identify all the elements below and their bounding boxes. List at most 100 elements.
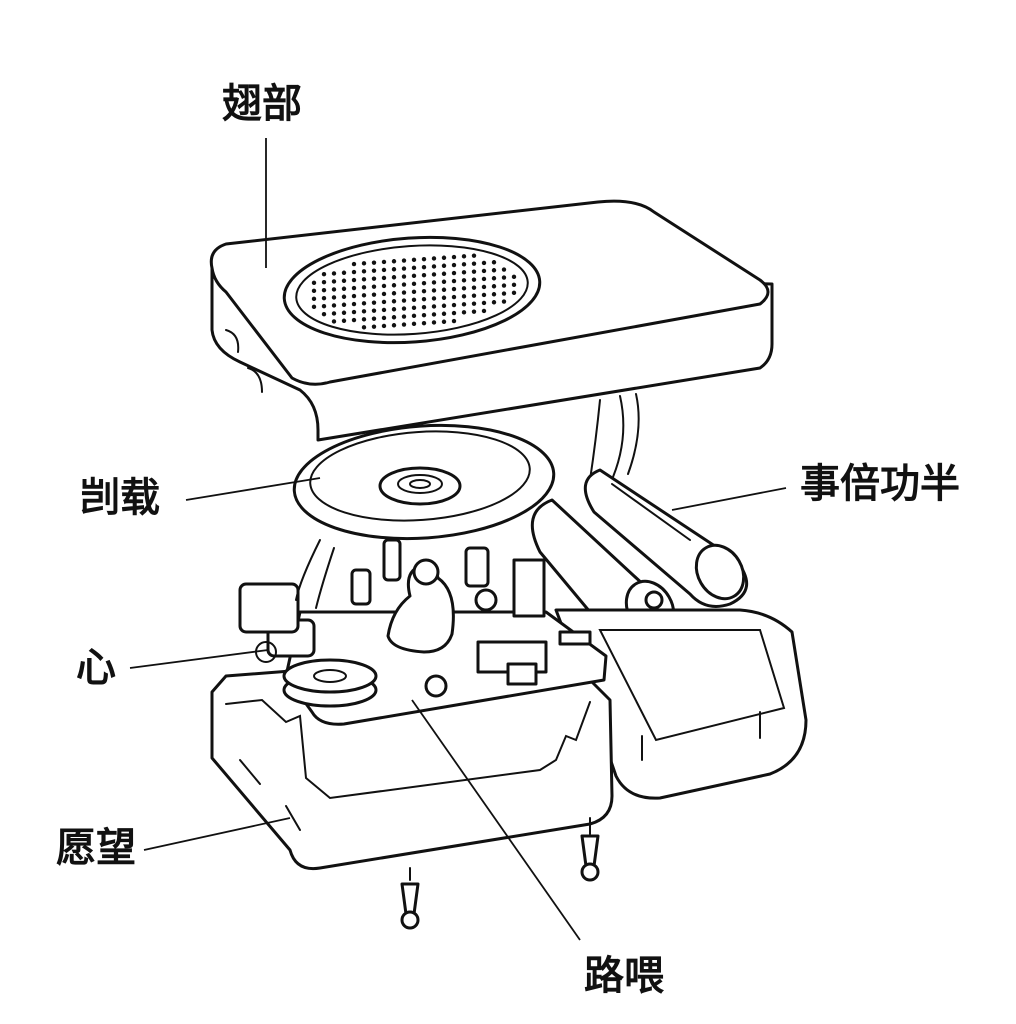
grille-hole [441,255,447,260]
grille-hole [441,287,447,292]
grille-hole [331,319,337,324]
grille-hole [431,296,437,301]
grille-hole [441,295,447,300]
grille-hole [341,310,347,315]
grille-hole [331,287,337,292]
grille-hole [461,270,467,275]
grille-hole [471,285,477,290]
grille-hole [441,303,447,308]
grille-hole [321,295,327,301]
grille-hole [471,253,477,258]
grille-hole [501,291,507,296]
grille-hole [391,267,397,272]
grille-hole [421,288,427,294]
grille-hole [401,282,407,287]
grille-hole [311,304,317,310]
grille-hole [361,261,367,266]
grille-hole [311,296,317,302]
grille-hole [381,315,387,321]
grille-hole [481,268,487,274]
grille-hole [401,266,407,271]
grille-hole [441,271,447,276]
grille-hole [361,269,367,274]
grille-hole [491,292,497,297]
grille-hole [421,320,427,326]
grille-hole [321,311,327,317]
grille-hole [331,295,337,300]
grille-hole [451,318,457,324]
grille-hole [451,278,457,284]
grille-hole [461,286,467,291]
grille-hole [451,302,457,308]
grille-hole [391,283,397,288]
grille-hole [381,267,387,273]
grille-hole [361,285,367,290]
grille-hole [441,263,447,268]
grille-hole [481,308,487,314]
grille-hole [331,311,337,316]
grille-hole [431,312,437,317]
grille-hole [411,289,417,295]
grille-hole [421,304,427,310]
grille-hole [371,284,377,289]
grille-hole [351,301,357,307]
grille-hole [501,283,507,288]
grille-hole [431,280,437,285]
label-heart: 心 [76,645,116,691]
grille-hole [381,307,387,313]
grille-hole [341,294,347,299]
screw-right [580,817,600,882]
lid-wires [589,393,640,485]
grille-hole [431,264,437,269]
speaker-cone [292,423,556,541]
grille-hole [471,293,477,298]
label-batteries: 事倍功半 [800,461,960,507]
grille-hole [391,323,397,328]
grille-hole [381,323,387,329]
grille-hole [461,254,467,259]
grille-hole [391,299,397,304]
grille-hole [371,316,377,321]
label-circuit-board: 路喂 [584,953,664,999]
grille-hole [381,283,387,289]
grille-hole [421,264,427,270]
grille-hole [471,301,477,306]
grille-hole [351,277,357,283]
grille-hole [321,287,327,293]
grille-hole [411,281,417,287]
grille-hole [371,260,377,265]
grille-hole [451,254,457,260]
grille-hole [451,310,457,316]
grille-hole [401,314,407,319]
grille-hole [391,315,397,320]
grille-hole [321,279,327,285]
grille-hole [331,303,337,308]
leader-speaker-cone [185,477,321,501]
grille-hole [341,278,347,283]
leader-heart [129,649,269,669]
grille-hole [491,268,497,273]
grille-hole [461,294,467,299]
grille-hole [421,280,427,286]
grille-hole [321,271,327,277]
grille-hole [511,282,517,288]
grille-hole [411,257,417,263]
speaker-grille [311,253,517,330]
grille-hole [371,308,377,313]
grille-hole [331,279,337,284]
grille-hole [361,317,367,322]
grille-hole [421,272,427,278]
grille-hole [391,259,397,264]
grille-hole [361,293,367,298]
grille-hole [421,296,427,302]
leader-circuit-board [411,699,581,941]
grille-hole [421,312,427,318]
grille-hole [501,299,507,304]
grille-hole [481,292,487,298]
screw-left [400,867,420,930]
grille-hole [491,260,497,265]
grille-hole [451,270,457,276]
grille-hole [351,269,357,275]
